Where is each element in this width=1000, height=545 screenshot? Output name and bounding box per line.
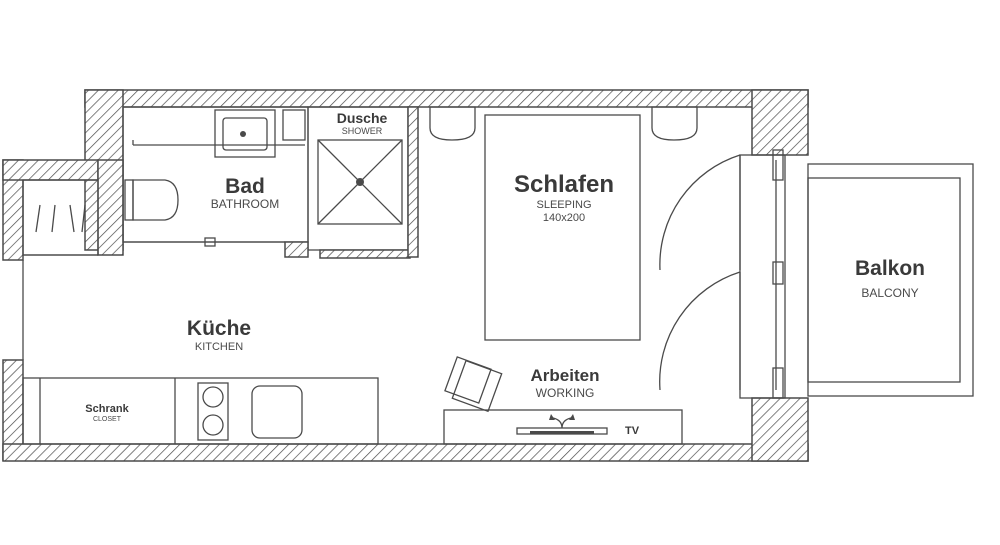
working-sublabel: WORKING [536,386,595,400]
bed [484,114,641,341]
shower-sublabel: SHOWER [342,126,383,136]
bath-label: Bad [225,175,265,198]
sleeping-label: Schlafen [514,171,614,198]
balcony-outline [807,163,974,397]
toilet-icon [124,179,179,221]
sleeping-sublabel: SLEEPING [536,199,591,211]
tap-icon [204,237,216,247]
bath-cabinet [282,109,306,141]
sink-icon [214,109,276,158]
door-swing-icon [659,149,786,399]
stove-icon [197,382,229,441]
nightstand-icon [429,106,698,141]
bed-size-label: 140x200 [543,212,585,224]
shower-drain-icon [317,139,403,225]
closet-label: Schrank [85,403,129,415]
kitchen-sink-icon [251,385,303,439]
shower-label: Dusche [337,110,388,126]
desk-chair-icon [444,356,503,413]
wardrobe-hangers [22,179,99,256]
tv-label: TV [625,425,640,437]
kitchen-sublabel: KITCHEN [195,341,243,353]
balcony-label: Balkon [855,257,925,280]
kitchen-counter [22,377,379,445]
working-label: Arbeiten [531,366,600,385]
closet-sublabel: CLOSET [93,416,122,423]
tv-icon [516,414,608,435]
balcony-sublabel: BALCONY [861,286,918,300]
bath-sublabel: BATHROOM [211,197,279,211]
desk [443,409,683,445]
kitchen-label: Küche [187,317,251,340]
